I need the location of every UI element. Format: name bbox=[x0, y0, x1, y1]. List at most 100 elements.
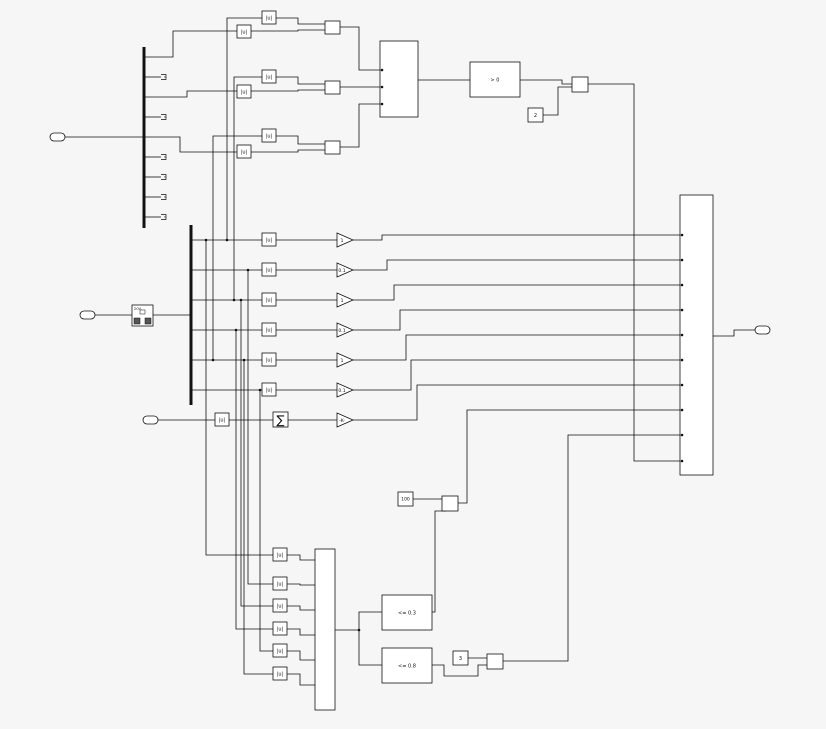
junction-dot bbox=[211, 358, 215, 362]
junction-dot bbox=[232, 298, 236, 302]
signal-wire bbox=[588, 83, 680, 462]
signal-wire bbox=[287, 583, 315, 586]
inport-1[interactable] bbox=[49, 132, 66, 142]
signal-wire bbox=[353, 309, 680, 331]
constant-2-block[interactable]: 2 bbox=[527, 107, 544, 123]
signal-wire bbox=[233, 76, 262, 300]
abs-block-label: |u| bbox=[266, 267, 273, 273]
gain-block[interactable]: -K- bbox=[336, 412, 354, 428]
sum-symbol: ∑ bbox=[276, 413, 284, 427]
gain-label: 0.1 bbox=[338, 388, 345, 394]
signal-wire bbox=[251, 29, 325, 32]
gain-label: 0.1 bbox=[338, 268, 345, 274]
signal-wire bbox=[335, 611, 382, 631]
signal-wire bbox=[145, 136, 237, 153]
abs-block[interactable]: |u| bbox=[261, 232, 277, 247]
signal-wire bbox=[358, 630, 382, 666]
abs-block[interactable]: |u| bbox=[261, 352, 277, 367]
abs-block[interactable]: |u| bbox=[272, 643, 288, 658]
abs-block[interactable]: |u| bbox=[261, 128, 277, 143]
signal-wire bbox=[240, 300, 273, 607]
signal-wire bbox=[226, 17, 262, 240]
abs-block[interactable]: |u| bbox=[236, 24, 252, 39]
terminator-block bbox=[161, 194, 167, 200]
junction-dot bbox=[680, 258, 684, 262]
abs-block-label: |u| bbox=[241, 29, 248, 35]
signal-wire bbox=[458, 409, 680, 504]
abs-block-label: |u| bbox=[266, 387, 273, 393]
abs-block[interactable]: |u| bbox=[261, 262, 277, 277]
product-block[interactable] bbox=[441, 495, 459, 512]
abs-block-label: |u| bbox=[266, 15, 273, 21]
junction-dot bbox=[680, 333, 684, 337]
terminator-block bbox=[161, 114, 167, 120]
junction-dot bbox=[680, 283, 684, 287]
bus-bars bbox=[142, 47, 193, 405]
abs-block[interactable]: |u| bbox=[261, 10, 277, 25]
gain-label: 1 bbox=[341, 238, 344, 244]
constant-100-block-label: 100 bbox=[401, 497, 410, 503]
output-mux-block[interactable] bbox=[679, 194, 714, 476]
signal-wire bbox=[259, 390, 273, 652]
abs-block[interactable]: |u| bbox=[261, 69, 277, 84]
gain-block[interactable]: 0.1 bbox=[336, 382, 354, 398]
abs-block[interactable]: |u| bbox=[272, 621, 288, 636]
junction-dot bbox=[225, 238, 229, 242]
gain-block[interactable]: 1 bbox=[336, 232, 354, 248]
abs-block[interactable]: |u| bbox=[272, 547, 288, 562]
product-block[interactable] bbox=[324, 20, 341, 35]
abs-block[interactable]: |u| bbox=[236, 144, 252, 159]
abs-block-label: |u| bbox=[266, 237, 273, 243]
outport-1[interactable] bbox=[754, 325, 771, 335]
junction-dot bbox=[234, 328, 238, 332]
compare-le-08-block[interactable]: <= 0.8 bbox=[381, 647, 433, 684]
constant-100-block[interactable]: 100 bbox=[397, 491, 414, 507]
signal-wire bbox=[353, 384, 680, 421]
signal-wire bbox=[432, 510, 446, 613]
max-block[interactable] bbox=[379, 40, 419, 118]
abs-block[interactable]: |u| bbox=[261, 292, 277, 307]
abs-block-label: |u| bbox=[277, 552, 284, 558]
terminator-block bbox=[161, 154, 167, 160]
signal-wire bbox=[340, 26, 380, 71]
abs-block-label: |u| bbox=[219, 417, 226, 423]
product-out-block[interactable] bbox=[571, 76, 589, 93]
abs-block[interactable]: |u| bbox=[261, 322, 277, 337]
signal-wire bbox=[212, 135, 262, 360]
product-block[interactable] bbox=[486, 653, 504, 670]
product-block[interactable] bbox=[324, 80, 341, 95]
constant-3-block[interactable]: 3 bbox=[452, 650, 469, 666]
signal-wire bbox=[287, 650, 315, 661]
abs-block[interactable]: |u| bbox=[261, 382, 277, 397]
abs-block[interactable]: |u| bbox=[214, 412, 230, 427]
junction-dot bbox=[239, 298, 243, 302]
compare-gt-zero-block[interactable]: > 0 bbox=[469, 61, 521, 98]
product-block[interactable] bbox=[324, 140, 341, 155]
signal-wire bbox=[713, 329, 755, 337]
junction-dot bbox=[357, 628, 361, 632]
signal-wire bbox=[251, 149, 325, 153]
signal-wire bbox=[432, 664, 487, 677]
compare-le-03-block[interactable]: <= 0.3 bbox=[381, 594, 433, 631]
inport-3[interactable] bbox=[142, 415, 159, 425]
signal-wire bbox=[247, 270, 273, 585]
abs-block-label: |u| bbox=[266, 327, 273, 333]
abs-block-label: |u| bbox=[277, 626, 284, 632]
abs-block[interactable]: |u| bbox=[236, 84, 252, 99]
gain-block[interactable]: 1 bbox=[336, 292, 354, 308]
gain-block[interactable]: 0.1 bbox=[336, 262, 354, 278]
blocks: |u||u||u||u||u||u|> 02ΣΟΛ|u|1|u|0.1|u|1|… bbox=[49, 10, 771, 711]
gain-block[interactable]: 1 bbox=[336, 352, 354, 368]
abs-block-label: |u| bbox=[277, 581, 284, 587]
abs-block[interactable]: |u| bbox=[272, 598, 288, 613]
product-block-large[interactable] bbox=[314, 548, 336, 711]
signal-wire bbox=[205, 240, 273, 556]
compare-gt-zero-block-label: > 0 bbox=[491, 77, 500, 83]
inport-2[interactable] bbox=[79, 310, 96, 320]
sum-block[interactable]: ∑ bbox=[272, 411, 289, 428]
abs-block[interactable]: |u| bbox=[272, 666, 288, 681]
gain-block[interactable]: 0.1 bbox=[336, 322, 354, 338]
gain-label: 1 bbox=[341, 358, 344, 364]
junction-dot bbox=[680, 308, 684, 312]
abs-block[interactable]: |u| bbox=[272, 576, 288, 591]
